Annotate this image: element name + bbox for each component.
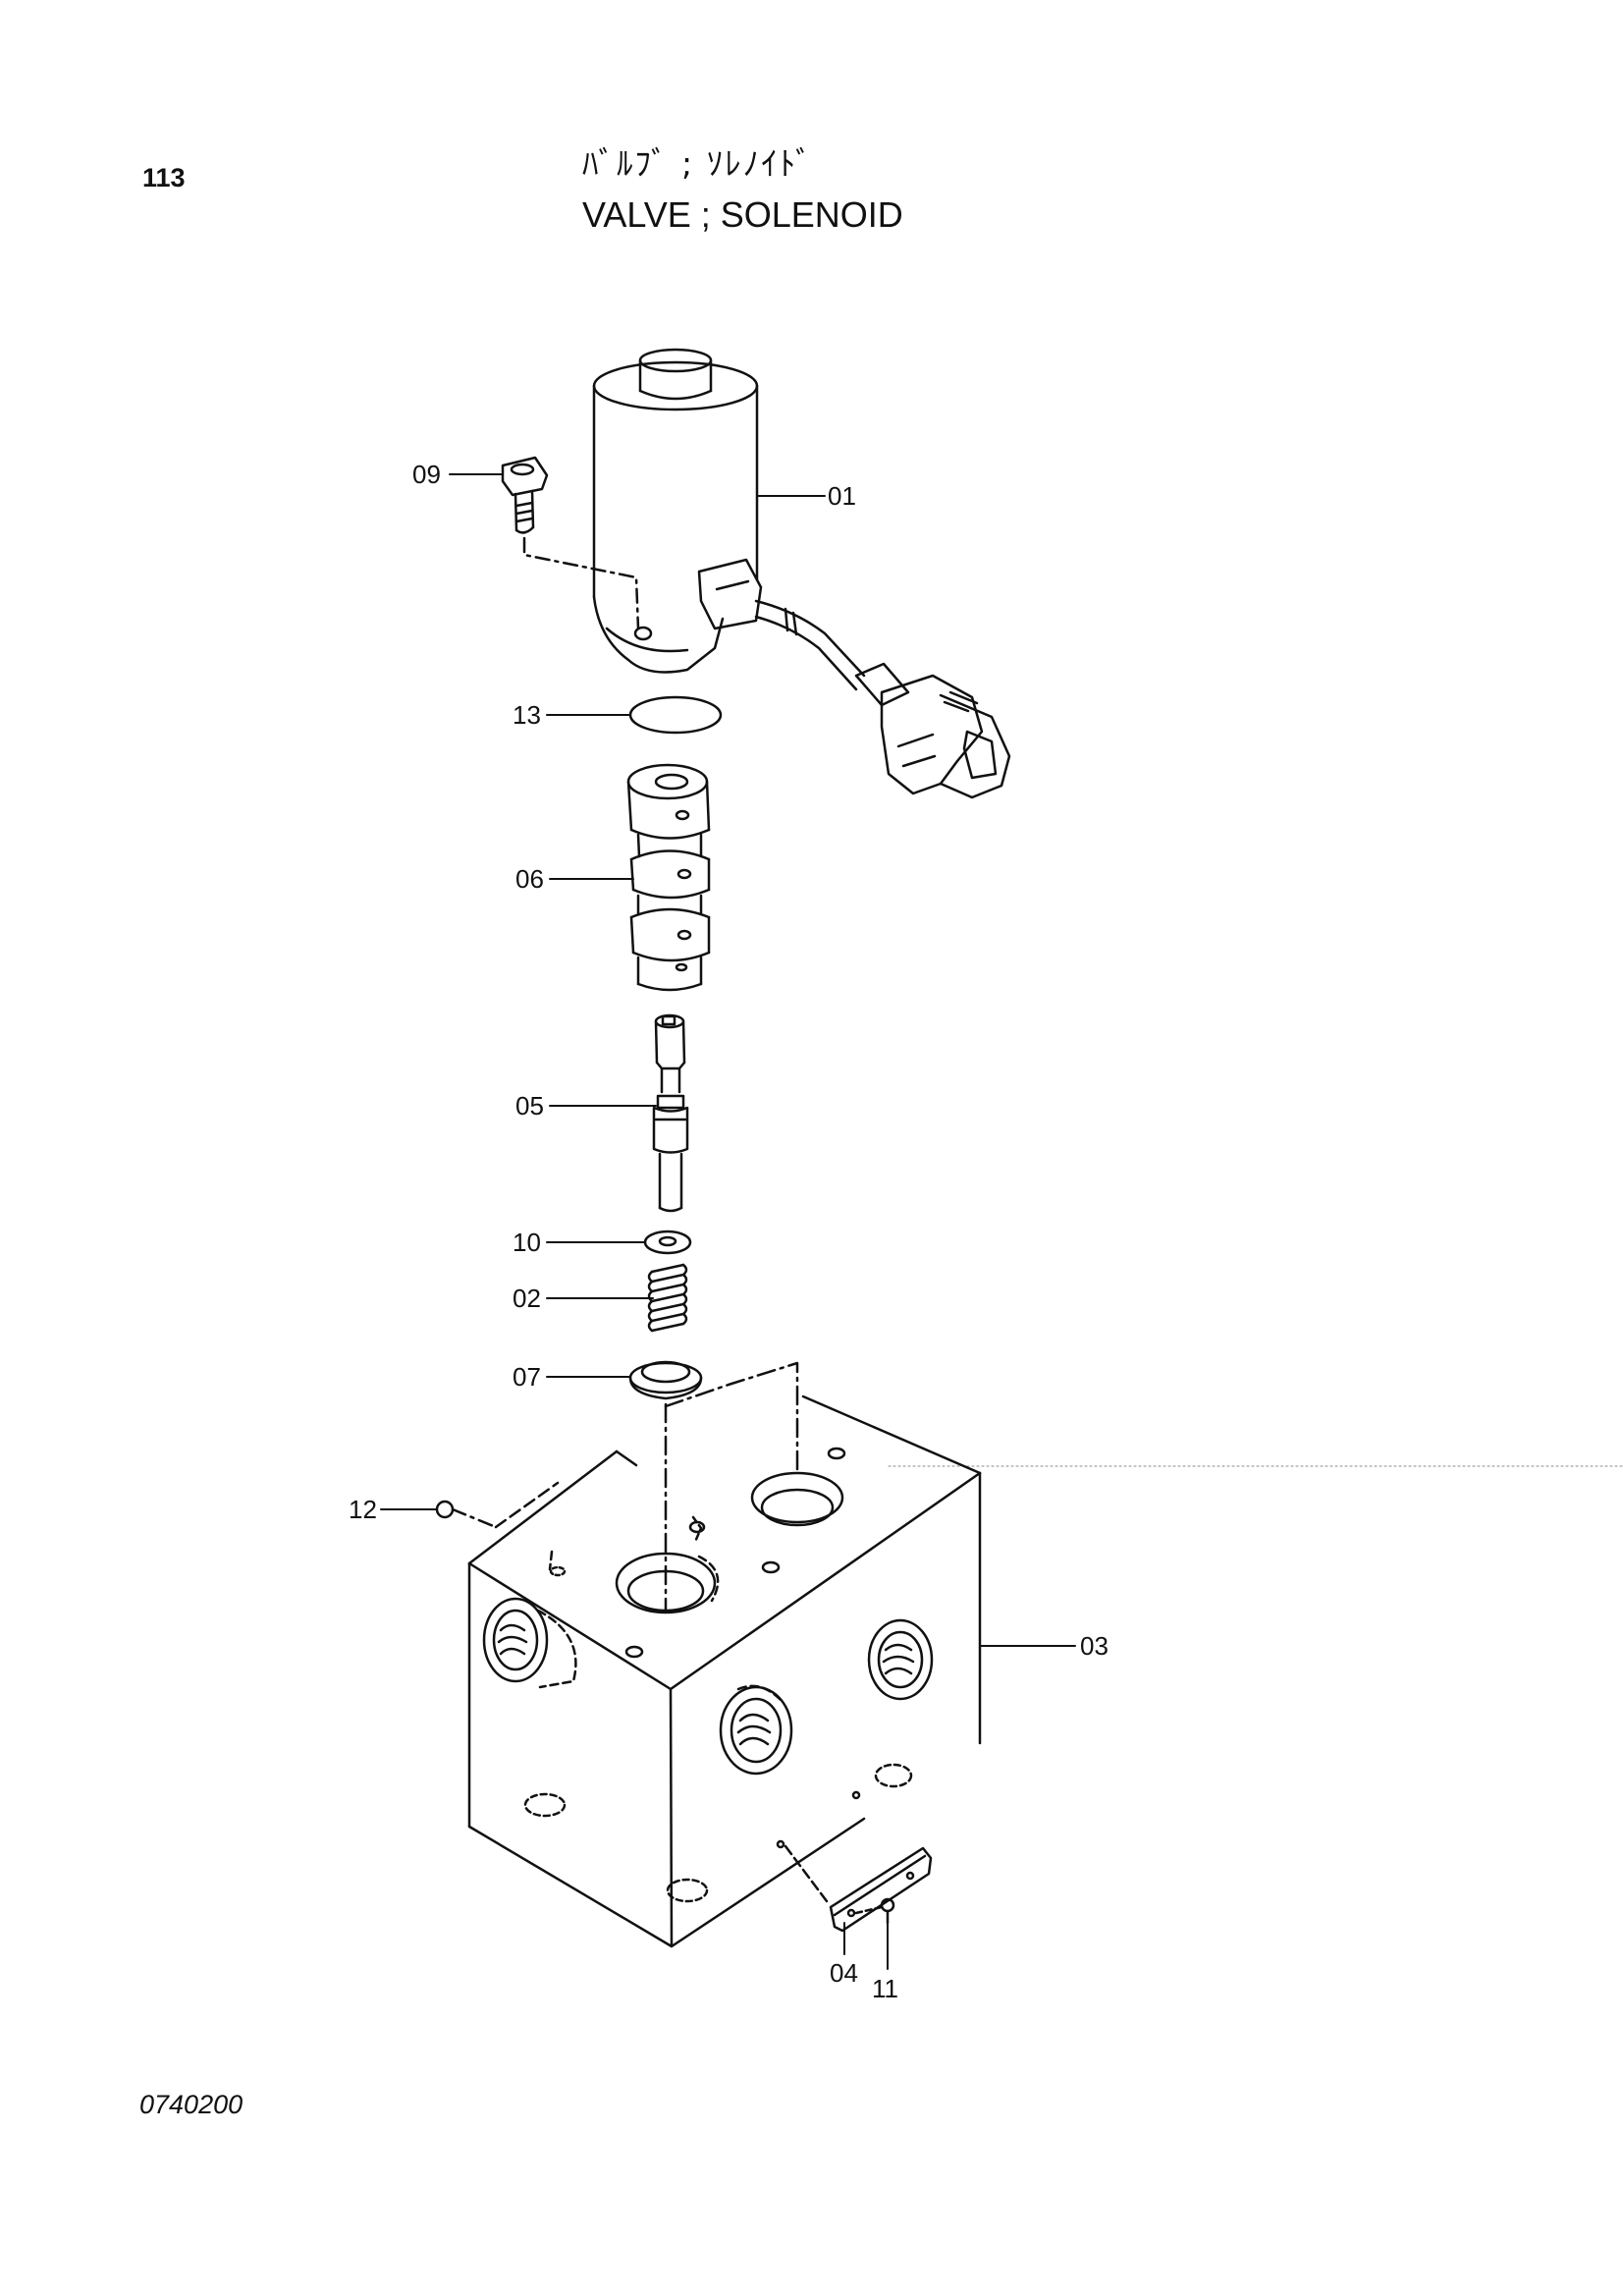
callout-11: 11 (872, 1974, 898, 2003)
callout-05: 05 (515, 1091, 544, 1121)
title-japanese: ﾊﾞﾙﾌﾞ ; ｿﾚﾉｲﾄﾞ (582, 144, 814, 183)
part-05-spool[interactable] (652, 1013, 689, 1213)
callout-07: 07 (513, 1362, 541, 1392)
part-04-nameplate[interactable] (784, 1844, 933, 1933)
callout-09: 09 (412, 460, 441, 489)
part-11-rivet[interactable] (854, 1897, 895, 1925)
callout-04: 04 (830, 1958, 858, 1988)
part-03-valve-block[interactable] (467, 1394, 982, 1948)
callout-10: 10 (513, 1228, 541, 1257)
drawing-number: 0740200 (139, 2090, 243, 2119)
part-13-o-ring[interactable] (628, 695, 723, 735)
part-07-plug[interactable] (628, 1360, 703, 1400)
callout-13: 13 (513, 700, 541, 730)
part-12-ball[interactable] (435, 1500, 455, 1519)
callout-02: 02 (513, 1284, 541, 1313)
callout-labels: 01 02 03 04 05 06 07 09 10 11 12 13 (349, 460, 1109, 2003)
part-09-bolt[interactable] (501, 456, 640, 630)
title-english: VALVE ; SOLENOID (582, 194, 903, 235)
callout-01: 01 (828, 481, 856, 511)
part-06-spool-sleeve[interactable] (626, 763, 711, 992)
part-02-spring[interactable] (647, 1263, 688, 1333)
callout-06: 06 (515, 864, 544, 894)
part-10-washer[interactable] (643, 1230, 692, 1255)
leader-lines (380, 473, 1623, 1970)
callout-03: 03 (1080, 1631, 1109, 1661)
page-number: 113 (142, 163, 186, 192)
callout-12: 12 (349, 1495, 377, 1524)
part-01-solenoid-coil[interactable] (592, 348, 1011, 799)
